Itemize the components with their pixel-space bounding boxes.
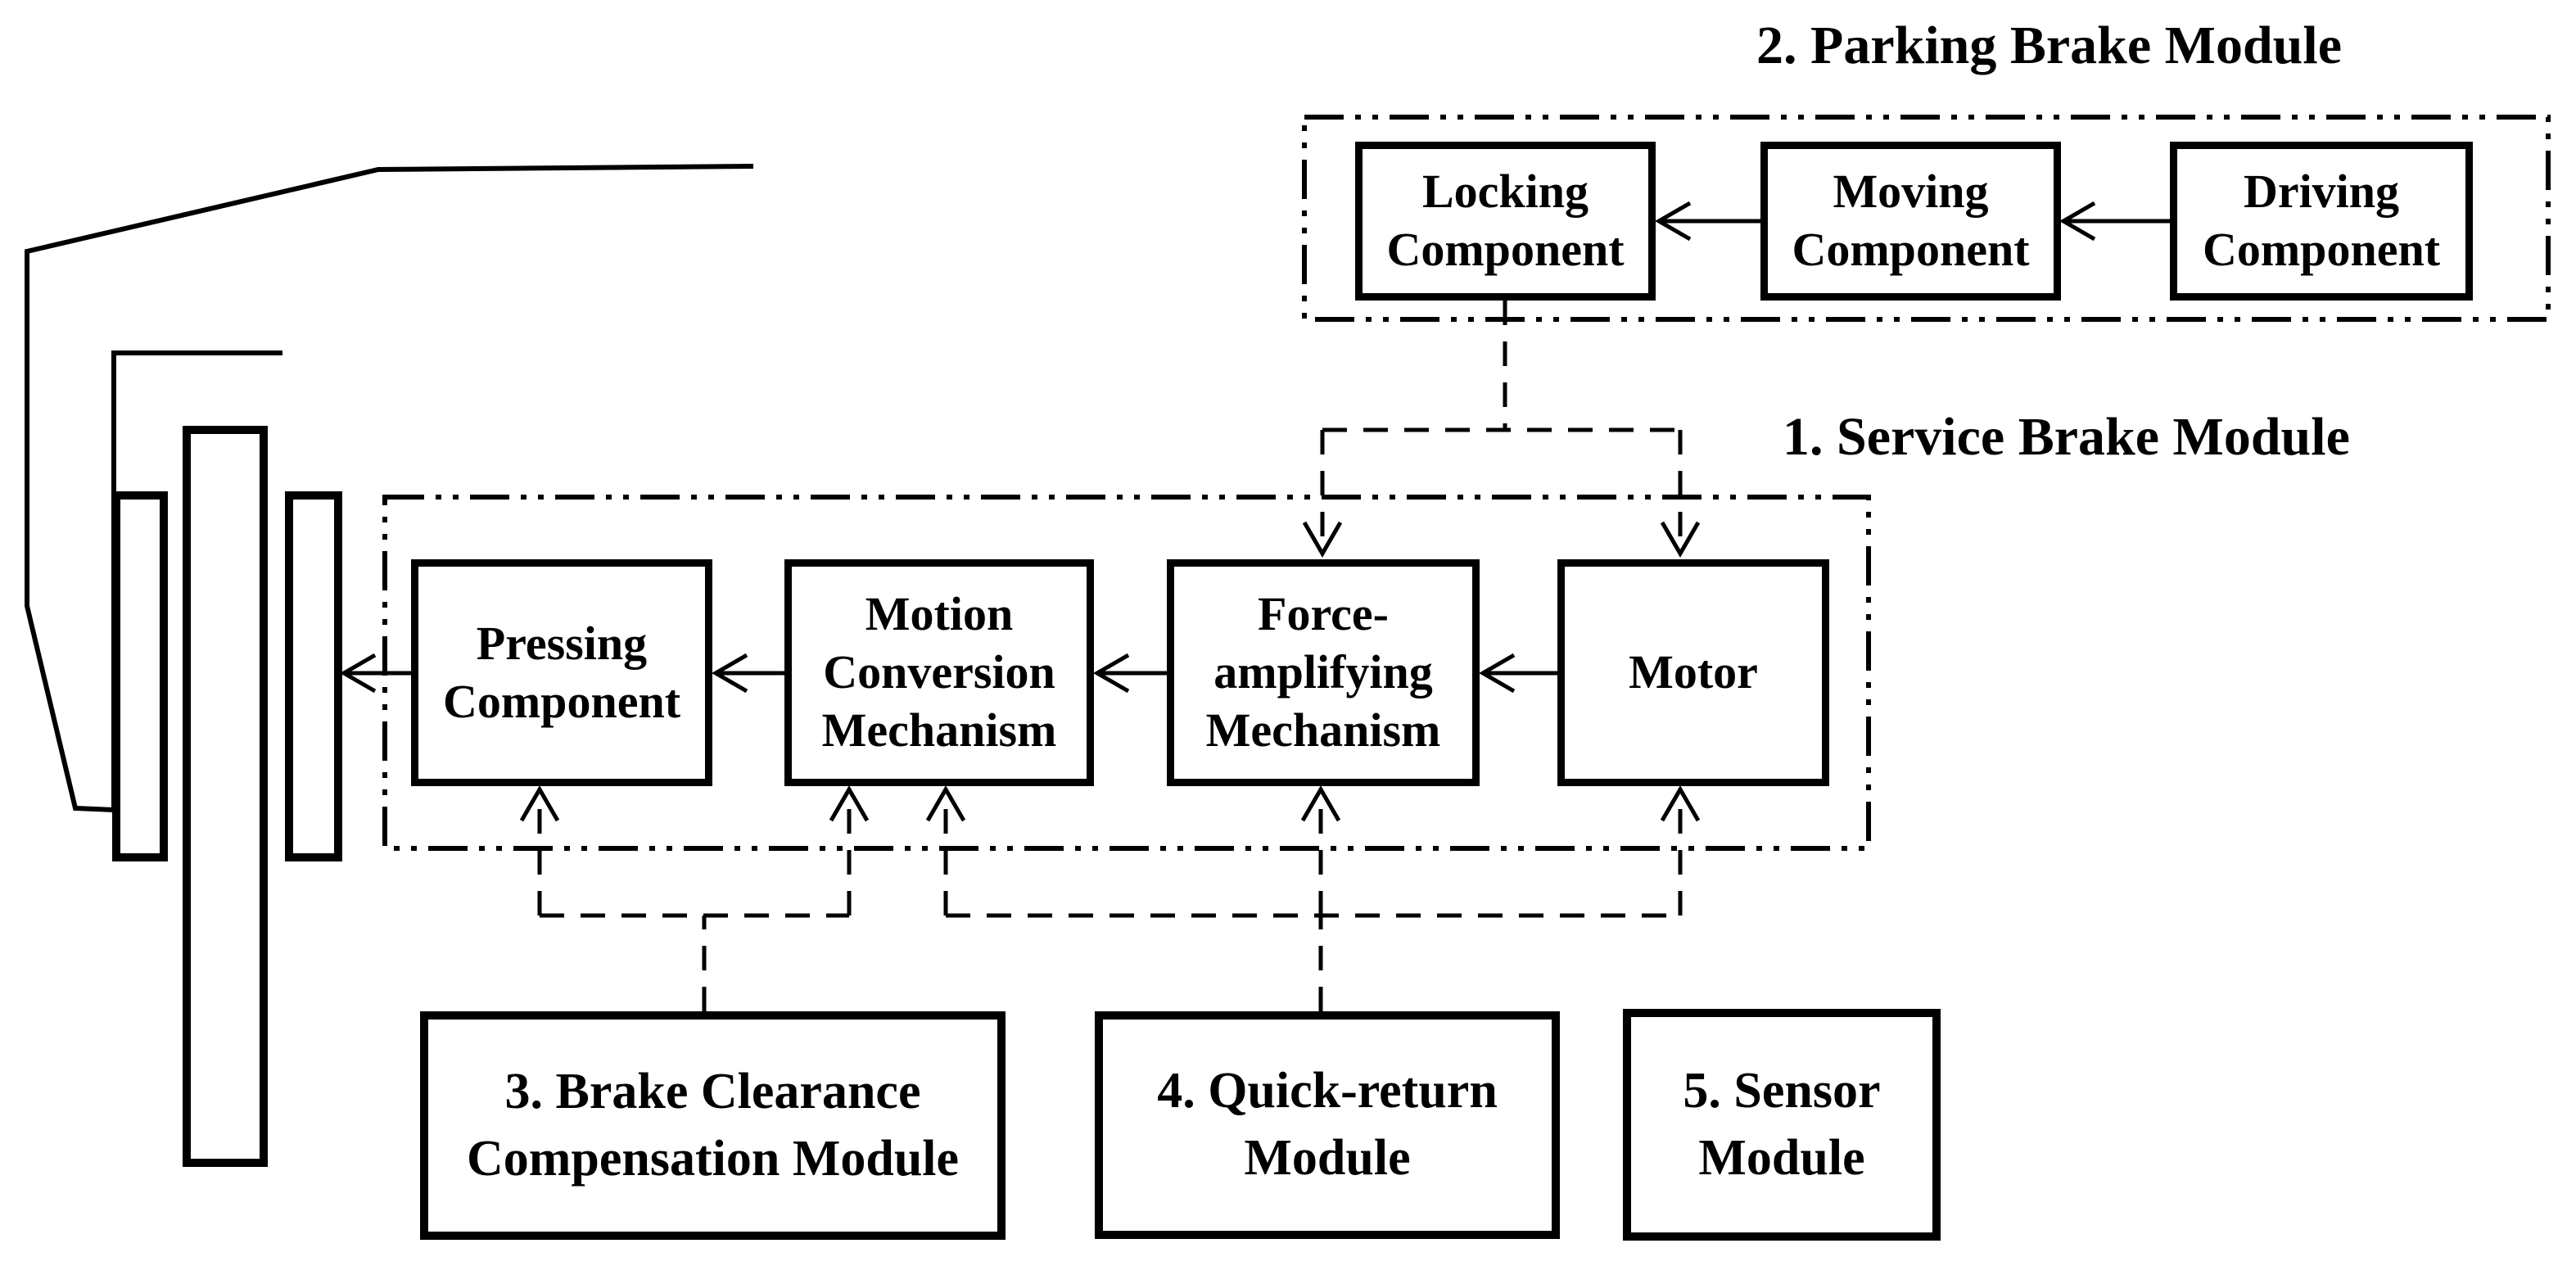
caliper-outer-outline (25, 164, 754, 812)
arrowhead-motor-bottom (1660, 785, 1701, 822)
box-label-line: Moving (1833, 165, 1989, 219)
box-locking-component: Locking Component (1355, 142, 1656, 301)
box-label-line: Driving (2243, 165, 2400, 219)
box-moving-component: Moving Component (1760, 142, 2061, 301)
service-module-title: 1. Service Brake Module (1783, 407, 2350, 467)
box-label-line: Force- (1258, 587, 1389, 641)
box-label-line: Component (1792, 223, 2030, 276)
brake-disc (183, 426, 268, 1167)
arrowhead-mcm-bottom-right (925, 785, 966, 822)
parking-module-title: 2. Parking Brake Module (1756, 16, 2343, 75)
arrowhead-fam-top (1302, 521, 1343, 558)
solid-arrows (340, 201, 2170, 694)
caliper-inner-outline (111, 350, 282, 810)
arrowhead-pressing-bottom (519, 785, 560, 822)
box-force-amplifying-mechanism: Force- amplifying Mechanism (1167, 559, 1480, 786)
arrowhead-fam-bottom (1300, 785, 1341, 822)
box-label-line: Mechanism (1205, 703, 1441, 757)
box-label-line: 3. Brake Clearance (504, 1063, 921, 1119)
box-label-line: Mechanism (821, 703, 1057, 757)
box-label-line: Component (1386, 223, 1625, 276)
box-driving-component: Driving Component (2170, 142, 2473, 301)
box-sensor-module: 5. Sensor Module (1623, 1009, 1941, 1241)
box-quick-return-module: 4. Quick-return Module (1095, 1011, 1560, 1239)
dashed-connectors (537, 301, 1683, 1011)
box-label-line: 4. Quick-return (1157, 1063, 1498, 1119)
parking-module-container (1302, 115, 2551, 322)
box-pressing-component: Pressing Component (411, 559, 712, 786)
arrowhead-motor-top (1660, 521, 1701, 558)
box-label-line: Motor (1629, 645, 1758, 699)
arrowhead-mcm-bottom-left (829, 785, 870, 822)
box-label-line: Component (442, 674, 681, 728)
box-brake-clearance-compensation-module: 3. Brake Clearance Compensation Module (420, 1011, 1006, 1240)
brake-pad-right (285, 491, 342, 861)
arrowhead-moving-to-locking (1655, 201, 1692, 242)
box-label-line: Module (1244, 1130, 1411, 1186)
brake-caliper-sketch (25, 164, 754, 1167)
box-label-line: Component (2202, 223, 2441, 276)
box-motor: Motor (1557, 559, 1829, 786)
box-label-line: amplifying (1213, 645, 1433, 699)
arrowhead-fam-to-mcm (1093, 653, 1130, 694)
box-label-line: Module (1698, 1129, 1865, 1186)
box-label-line: 5. Sensor (1683, 1062, 1881, 1119)
arrowhead-driving-to-moving (2059, 201, 2096, 242)
box-motion-conversion-mechanism: Motion Conversion Mechanism (784, 559, 1094, 786)
arrowhead-mcm-to-pressing (712, 653, 748, 694)
brake-pad-left (112, 491, 168, 861)
box-label-line: Locking (1421, 165, 1589, 219)
box-label-line: Compensation Module (466, 1130, 960, 1187)
box-label-line: Motion (865, 587, 1014, 641)
box-label-line: Conversion (823, 645, 1055, 699)
dashed-arrowheads (519, 521, 1701, 822)
box-label-line: Pressing (476, 616, 648, 670)
arrowhead-pressing-to-pad (340, 653, 377, 694)
arrowhead-motor-to-fam (1479, 653, 1516, 694)
